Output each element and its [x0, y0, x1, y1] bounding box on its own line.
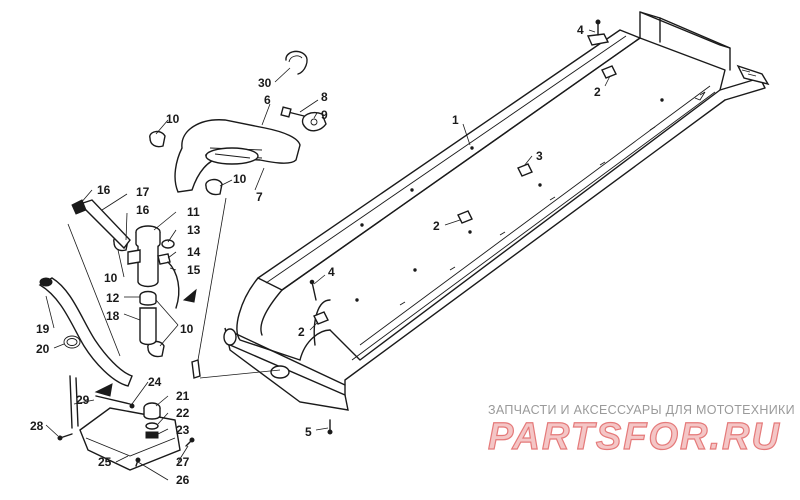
callout-24: 24 — [148, 375, 162, 389]
watermark-brand: PARTSFOR.RU — [487, 415, 781, 458]
callout-labels: 1 2 2 2 3 4 4 5 6 7 8 9 10 10 10 10 11 1… — [30, 23, 601, 487]
hose-clamp-10-b — [205, 178, 223, 196]
callout-14: 14 — [187, 245, 201, 259]
clamp-20 — [63, 335, 81, 349]
bolt-28 — [57, 433, 73, 441]
callout-15: 15 — [187, 263, 201, 277]
hose-clamp-10-e — [191, 359, 201, 379]
callout-2: 2 — [298, 325, 305, 339]
clip-2-middle — [457, 210, 473, 224]
callout-26: 26 — [176, 473, 190, 487]
callout-19: 19 — [36, 322, 50, 336]
callout-23: 23 — [176, 423, 190, 437]
callout-7: 7 — [256, 190, 263, 204]
clip-2-lower — [313, 311, 329, 325]
callout-8: 8 — [321, 90, 328, 104]
callout-20: 20 — [36, 342, 50, 356]
callout-12: 12 — [106, 291, 120, 305]
clip-3 — [517, 163, 533, 177]
callout-27: 27 — [176, 455, 190, 469]
callout-22: 22 — [176, 406, 190, 420]
hose-15 — [167, 261, 180, 309]
callout-10: 10 — [233, 172, 247, 186]
leader-lines — [45, 29, 611, 481]
callout-3: 3 — [536, 149, 543, 163]
connection-guide-lines — [67, 197, 281, 379]
callout-6: 6 — [264, 93, 271, 107]
hose-clamp-10-a — [149, 130, 166, 148]
hose-6 — [174, 119, 301, 193]
tunnel-cooler-rail — [223, 11, 770, 411]
callout-9: 9 — [321, 108, 328, 122]
seal-22 — [145, 422, 159, 430]
callout-4: 4 — [328, 265, 335, 279]
callout-21: 21 — [176, 389, 190, 403]
hose-18 — [139, 307, 157, 346]
callout-11: 11 — [187, 205, 200, 219]
bracket-9 — [301, 111, 327, 132]
callout-29: 29 — [76, 393, 90, 407]
watermark-tagline: ЗАПЧАСТИ И АКСЕССУАРЫ ДЛЯ МОТОТЕХНИКИ — [488, 403, 795, 417]
callout-10: 10 — [166, 112, 180, 126]
callout-2: 2 — [594, 85, 601, 99]
clip-2-upper — [601, 65, 617, 79]
ring-30 — [285, 50, 308, 75]
direction-arrow-lower — [94, 383, 113, 397]
callout-5: 5 — [305, 425, 312, 439]
callout-30: 30 — [258, 76, 272, 90]
tube-17-16 — [71, 199, 131, 250]
screw-27 — [185, 437, 195, 447]
callout-28: 28 — [30, 419, 44, 433]
callout-25: 25 — [98, 455, 112, 469]
neck-23 — [145, 431, 159, 439]
callout-16: 16 — [97, 183, 111, 197]
callout-17: 17 — [136, 185, 150, 199]
hose-24-29 — [69, 375, 135, 429]
screw-4-lower — [309, 279, 317, 301]
hose-19 — [38, 277, 133, 387]
callout-2: 2 — [433, 219, 440, 233]
callout-16: 16 — [136, 203, 150, 217]
callout-1: 1 — [452, 113, 459, 127]
cap-21 — [143, 402, 161, 420]
callout-10: 10 — [104, 271, 118, 285]
callout-4: 4 — [577, 23, 584, 37]
coolant-reservoir-25 — [79, 407, 181, 471]
callout-10: 10 — [180, 322, 194, 336]
callout-18: 18 — [106, 309, 120, 323]
clamp-12 — [139, 290, 157, 306]
screw-5 — [327, 419, 333, 435]
cap-4-upper — [586, 19, 610, 46]
fill-neck-assembly — [127, 225, 175, 288]
direction-arrow-upper — [182, 288, 197, 303]
callout-13: 13 — [187, 223, 201, 237]
